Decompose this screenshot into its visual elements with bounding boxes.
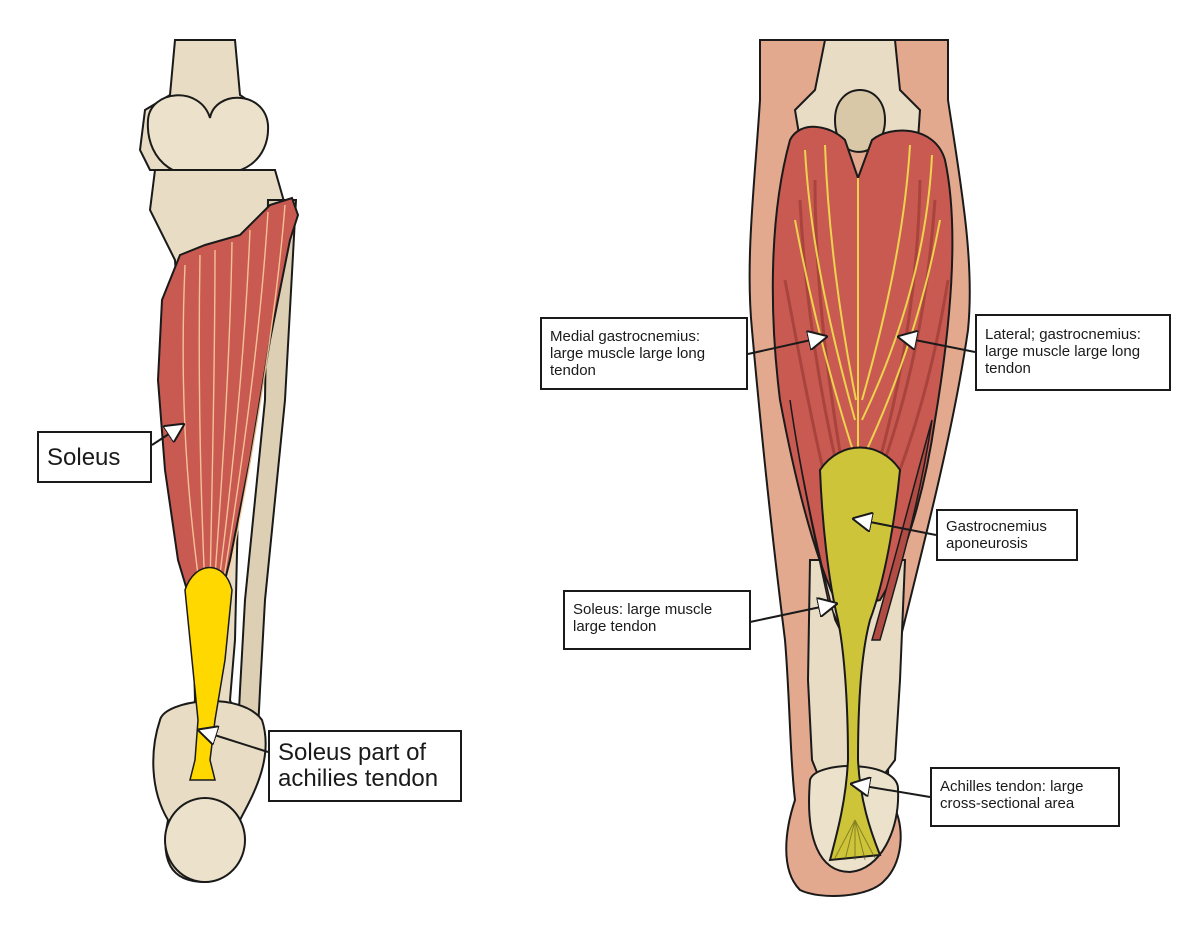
label-lateral-gastrocnemius-line-1: Lateral; gastrocnemius:: [985, 326, 1141, 343]
right-leg-illustration: [748, 39, 971, 897]
label-soleus-large-line-2: large tendon: [573, 618, 657, 635]
label-soleus-part-achilles: Soleus part of achilies tendon: [268, 730, 462, 802]
label-soleus-line-1: Soleus: [47, 444, 121, 471]
arrow-lateral-gastrocnemius: [905, 338, 976, 353]
label-gastrocnemius-aponeurosis-line-2: aponeurosis: [946, 535, 1028, 552]
label-soleus: Soleus: [37, 431, 152, 483]
label-lateral-gastrocnemius: Lateral; gastrocnemius: large muscle lar…: [975, 314, 1171, 391]
left-heel: [164, 797, 246, 883]
right-aponeurosis-achilles: [818, 446, 902, 862]
label-medial-gastrocnemius-line-2: large muscle large long: [550, 345, 706, 362]
label-soleus-part-achilles-line-1: Soleus part of: [278, 739, 427, 766]
left-soleus-tendon: [184, 566, 233, 781]
left-soleus-fibers: [182, 204, 286, 591]
label-medial-gastrocnemius-line-3: tendon: [550, 362, 596, 379]
pointer-arrows: [151, 338, 976, 798]
label-lateral-gastrocnemius-line-2: large muscle large long: [985, 343, 1141, 360]
right-heel-fibers: [834, 819, 876, 861]
label-medial-gastrocnemius: Medial gastrocnemius: large muscle large…: [540, 317, 748, 390]
label-soleus-large-line-1: Soleus: large muscle: [573, 601, 713, 618]
label-achilles-tendon: Achilles tendon: large cross-sectional a…: [930, 767, 1120, 827]
left-leg-illustration: [138, 39, 300, 884]
label-lateral-gastrocnemius-line-3: tendon: [985, 360, 1031, 377]
label-gastrocnemius-aponeurosis: Gastrocnemius aponeurosis: [936, 509, 1078, 561]
label-gastrocnemius-aponeurosis-line-1: Gastrocnemius: [946, 518, 1047, 535]
arrow-soleus: [151, 428, 178, 446]
right-soleus-muscle-right: [871, 419, 933, 641]
label-achilles-tendon-line-2: cross-sectional area: [940, 795, 1075, 812]
label-soleus-large: Soleus: large muscle large tendon: [563, 590, 751, 650]
arrow-gastrocnemius-aponeurosis: [860, 520, 937, 536]
arrow-soleus-part-achilles: [205, 732, 269, 753]
arrow-soleus-large: [749, 605, 830, 623]
arrow-achilles-tendon: [858, 785, 931, 798]
label-soleus-part-achilles-line-2: achilies tendon: [278, 765, 439, 792]
label-achilles-tendon-line-1: Achilles tendon: large: [940, 778, 1084, 795]
label-medial-gastrocnemius-line-1: Medial gastrocnemius:: [550, 328, 701, 345]
arrow-medial-gastrocnemius: [747, 338, 820, 355]
